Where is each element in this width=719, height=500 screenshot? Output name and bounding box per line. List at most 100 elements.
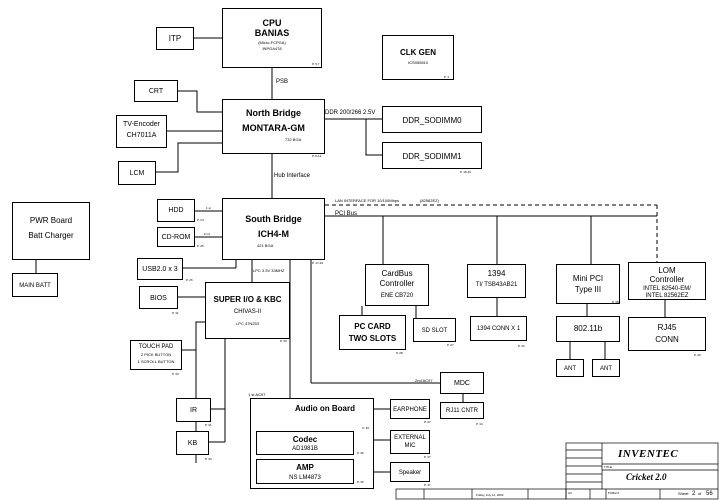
mdc-block: MDC — [440, 372, 484, 394]
cdrom-label: CD-ROM — [161, 234, 191, 241]
earphone-label: EARPHONE — [393, 407, 427, 413]
north-bridge-name: MONTARA-GM — [242, 123, 305, 133]
lom-line2: Controller — [649, 275, 685, 284]
super-io-block: SUPER I/O & KBC CHIVAS-II LPC 47N253 — [205, 282, 290, 339]
rj11-page: P. 34 — [476, 422, 483, 426]
ac97-label: 1 st AC97 — [248, 392, 266, 397]
usb-page: P. 26 — [186, 278, 193, 282]
rj45-page: P. 29 — [694, 353, 701, 357]
pc-card-page: P. 28 — [396, 351, 403, 355]
amp-title: AMP — [296, 463, 314, 472]
hdd-block: HDD — [157, 199, 195, 222]
title-sheet: 2 — [692, 491, 696, 497]
external-mic-line2: MIC — [404, 443, 416, 449]
north-bridge-title: North Bridge — [246, 108, 301, 118]
title-date: Friday, July 11, 2003 — [476, 493, 504, 497]
crt-block: CRT — [134, 80, 178, 102]
codec-title: Codec — [292, 435, 318, 444]
cardbus-line1: CardBus — [381, 269, 413, 278]
crt-label: CRT — [148, 88, 164, 95]
external-mic-page: P. 37 — [424, 455, 431, 459]
external-mic-block: EXTERNAL MIC — [390, 430, 430, 454]
kb-label: KB — [187, 440, 198, 447]
clkgen-page: P. 4 — [444, 75, 449, 79]
conn-1394-block: 1394 CONN X 1 — [470, 316, 527, 341]
south-bridge-name: ICH4-M — [258, 229, 289, 239]
conn-1394-label: 1394 CONN X 1 — [476, 326, 521, 332]
cdrom-block: CD-ROM — [157, 227, 195, 247]
sodimm1-page: P. 15-16 — [460, 170, 471, 174]
controller-1394-line2: TI/ TSB43AB21 — [475, 282, 518, 288]
sd-slot-page: P. 27 — [447, 343, 454, 347]
touch-pad-line1: TOUCH PAD — [138, 344, 174, 350]
ant1-label: ANT — [564, 366, 576, 372]
mdc-label: MDC — [454, 380, 470, 387]
title-docno: PCB/2.0 — [608, 491, 620, 495]
main-batt-block: MAIN BATT — [12, 273, 58, 297]
earphone-block: EARPHONE — [390, 399, 430, 419]
title-project: Cricket 2.0 — [626, 472, 667, 482]
controller-1394-line1: 1394 — [487, 269, 506, 278]
clkgen-label: CLK GEN — [400, 48, 436, 57]
usb-label: USB2.0 x 3 — [142, 266, 178, 273]
usb-block: USB2.0 x 3 — [137, 258, 183, 280]
psb-label: PSB — [276, 79, 289, 85]
tv-encoder-block: TV-Encoder CH7011A — [116, 115, 167, 148]
cpu-page: P. 5,7 — [312, 62, 320, 66]
hdd-label: HDD — [168, 207, 184, 214]
super-io-page: P. 30 — [280, 339, 287, 343]
mini-pci-page: P. 38 — [612, 300, 619, 304]
lpc-label: LPC 3.3V 33MHZ — [253, 268, 285, 273]
pc-card-line1: PC CARD — [354, 322, 391, 331]
audio-board-page: P. 36 — [362, 426, 369, 430]
rj45-block: RJ45 CONN — [628, 317, 706, 351]
ant2-label: ANT — [600, 366, 612, 372]
ir-page: P. 31 — [205, 423, 212, 427]
title-sheet-label: Sheet — [678, 491, 689, 496]
lcm-block: LCM — [118, 161, 156, 185]
mini-pci-line2: Type III — [574, 285, 602, 294]
amp-block: AMP NS LM4873 — [256, 459, 354, 484]
title-of-label: of — [698, 491, 702, 496]
touch-pad-block: TOUCH PAD 2 PICK BUTTON 1 SCROLL BUTTON — [130, 340, 182, 370]
ddr-bus-label: DDR 200/266 2.5V — [325, 110, 376, 116]
pci-bus-label: PCI Bus — [335, 211, 358, 217]
ant1-block: ANT — [556, 359, 584, 377]
audio-board-title: Audio on Board — [295, 404, 355, 413]
clkgen-part: ICS950810 — [407, 60, 428, 65]
main-batt-label: MAIN BATT — [19, 283, 51, 289]
sodimm0-label: DDR_SODIMM0 — [402, 116, 462, 125]
pwr-board-line1: PWR Board — [29, 216, 73, 225]
title-size: A3 — [568, 491, 572, 495]
sodimm0-block: DDR_SODIMM0 — [382, 106, 482, 133]
pc-card-block: PC CARD TWO SLOTS — [339, 315, 406, 350]
sd-slot-block: SD SLOT — [413, 318, 456, 342]
codec-block: Codec AD1981B — [256, 431, 354, 455]
south-bridge-page: P. 17-23 — [312, 261, 323, 265]
amp-part: NS LM4873 — [289, 475, 321, 481]
rj11-block: RJ11 CNTR — [440, 402, 484, 419]
lom-line4: INTEL 82562EZ — [645, 293, 689, 299]
north-bridge-page: P. 8-13 — [312, 154, 322, 158]
south-bridge-part: 421 BGA — [257, 243, 274, 248]
cpu-package: (Micro-FCPGA) — [258, 40, 286, 45]
cdrom-page: P. 25 — [197, 244, 204, 248]
touch-pad-page: P. 33 — [172, 372, 179, 376]
external-mic-line1: EXTERNAL — [394, 435, 426, 441]
hub-interface-label: Hub Interface — [274, 173, 311, 179]
pwr-board-line2: Batt Charger — [28, 231, 74, 240]
sd-slot-label: SD SLOT — [421, 328, 448, 334]
title-label: TITLE — [604, 465, 613, 469]
cardbus-line2: Controller — [379, 279, 415, 288]
cpu-block: CPU BANIAS (Micro-FCPGA) INPGA478 — [222, 8, 322, 68]
itp-block: ITP — [156, 27, 194, 50]
ant2-block: ANT — [592, 359, 620, 377]
pwr-board-block: PWR Board Batt Charger — [12, 202, 90, 260]
cpu-part: INPGA478 — [262, 46, 282, 51]
cardbus-part: ENE CB720 — [380, 293, 414, 299]
cpu-title: CPU — [262, 18, 282, 28]
lom-line3: INTEL 82540-EM/ — [643, 286, 691, 292]
tv-encoder-line2: CH7011A — [126, 132, 157, 139]
touch-pad-line2: 2 PICK BUTTON — [140, 352, 172, 357]
wifi-label: 802.11b — [573, 324, 603, 333]
